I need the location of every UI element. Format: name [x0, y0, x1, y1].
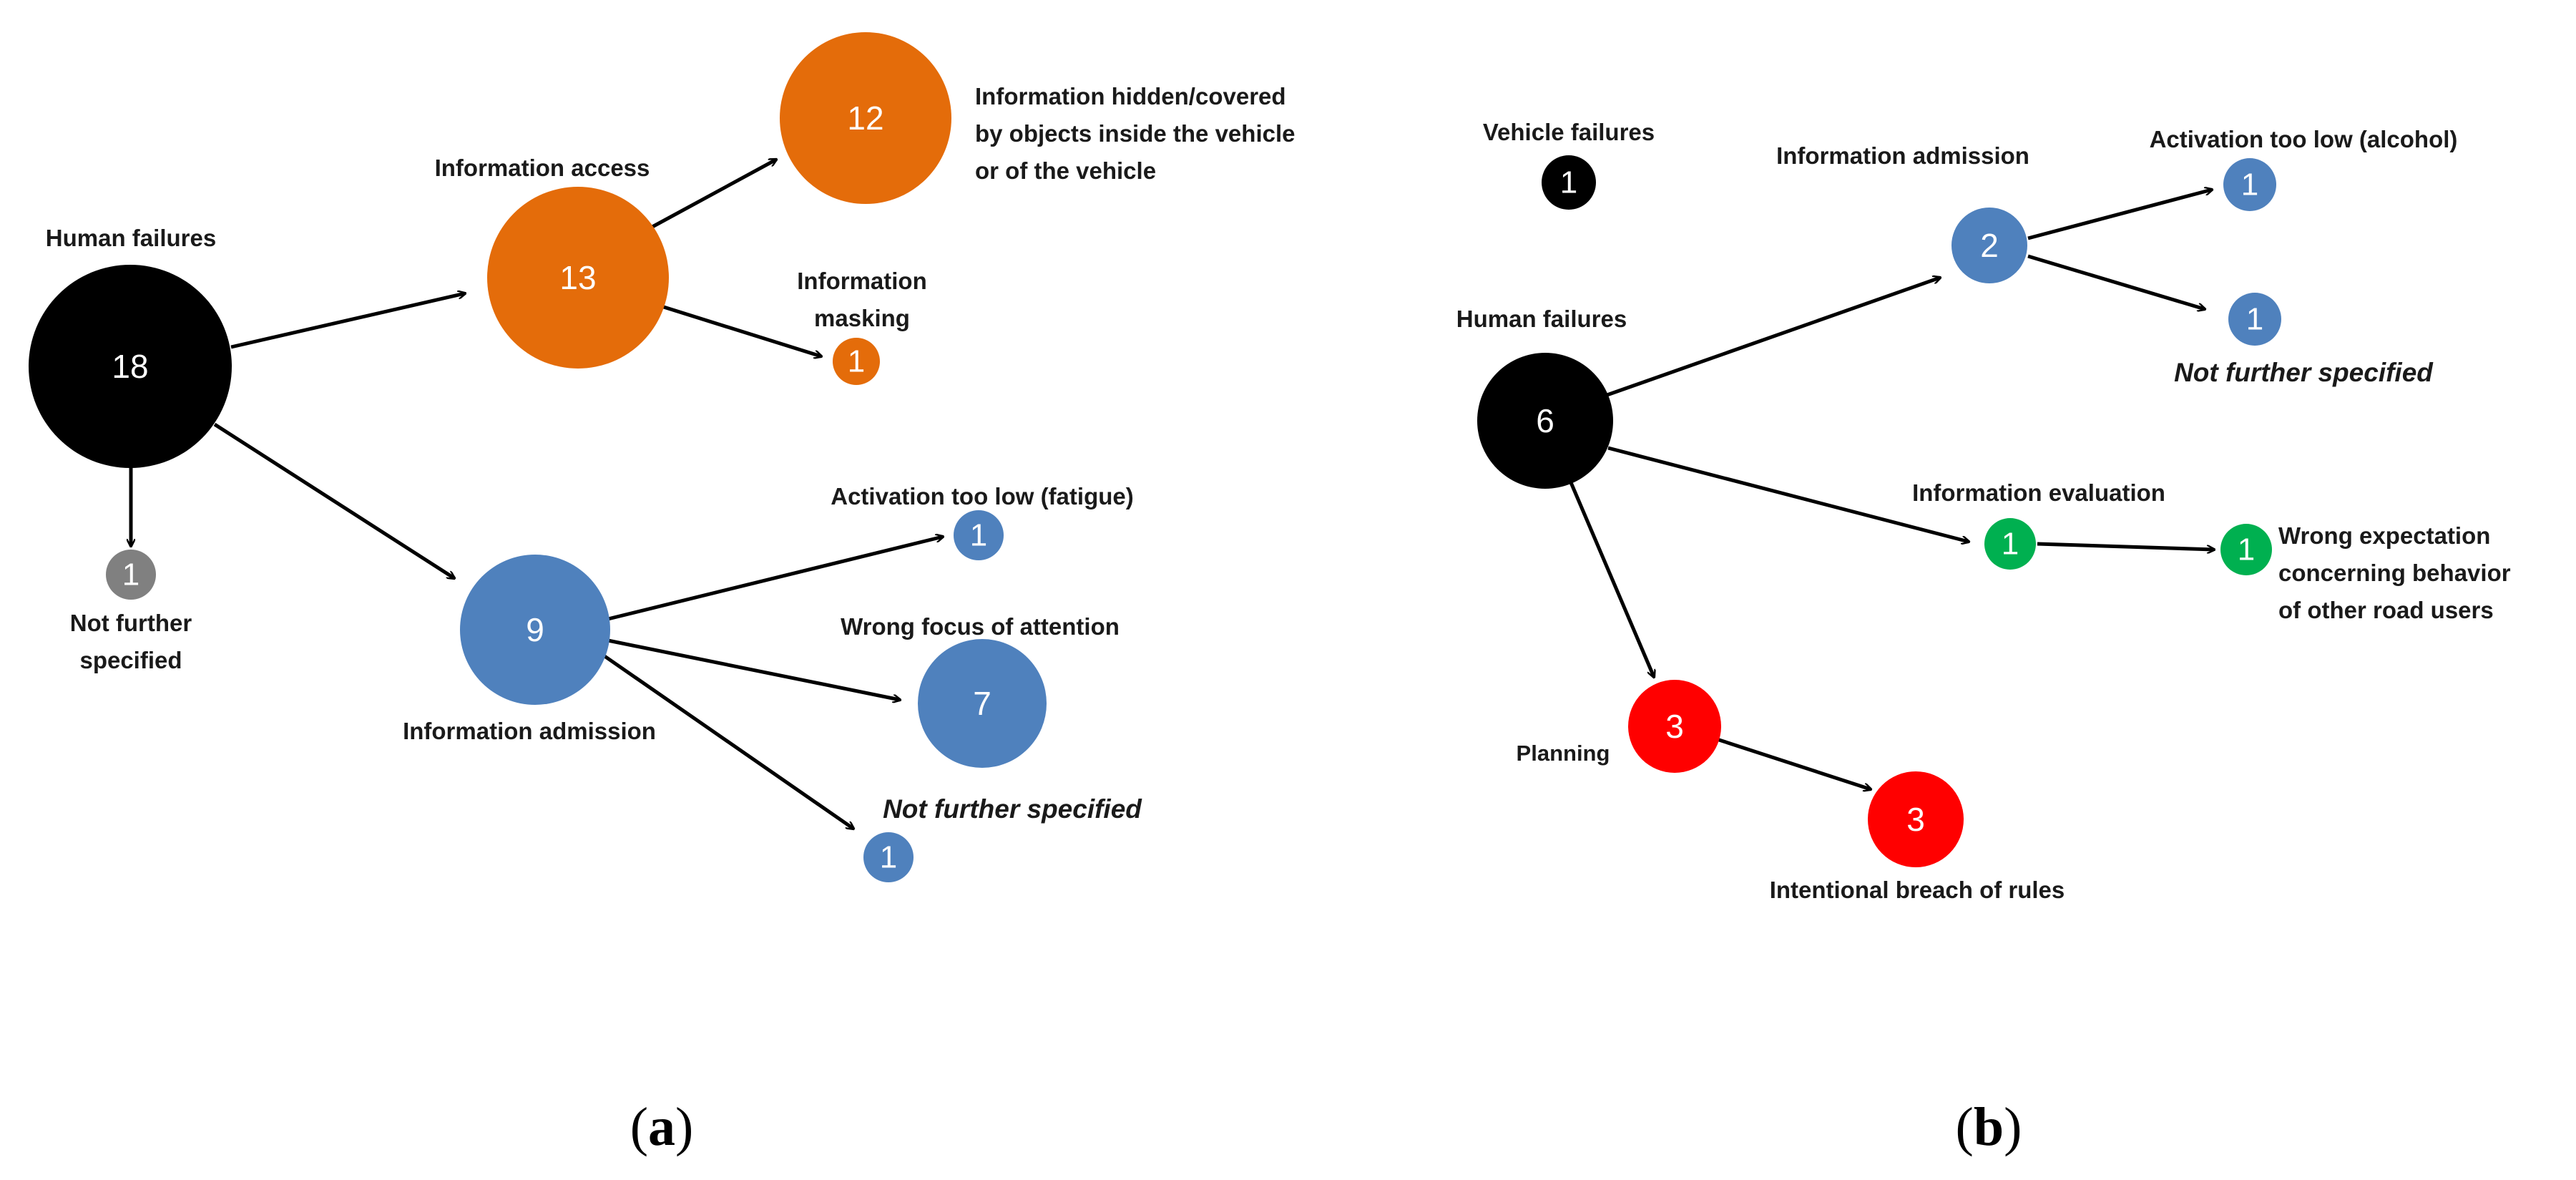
- node-planning: [1628, 680, 1721, 773]
- node-information-evaluation: [1984, 518, 2036, 570]
- label-information-evaluation: Information evaluation: [1912, 479, 2165, 506]
- node-intentional-breach: [1868, 771, 1964, 867]
- count-not-specified-b: 1: [2246, 302, 2263, 337]
- count-wrong-expectation: 1: [2238, 532, 2255, 567]
- label-information-admission-b: Information admission: [1776, 142, 2029, 169]
- edge-access-to-hidden: [650, 160, 776, 230]
- label-information-masking-1: Information: [797, 268, 926, 294]
- edge-human-to-admission-b: [1586, 278, 1940, 404]
- label-not-specified-b: Not further specified: [2174, 358, 2434, 387]
- label-information-hidden-1: Information hidden/covered: [975, 83, 1286, 109]
- label-human-failures-a: Human failures: [46, 225, 216, 251]
- edge-human-to-evaluation: [1607, 446, 1969, 542]
- label-information-masking-2: masking: [814, 305, 910, 331]
- node-human-failures-a: [29, 265, 232, 468]
- node-not-specified-b: [2228, 293, 2281, 346]
- count-planning: 3: [1665, 708, 1684, 745]
- edge-admission-to-fatigue: [607, 537, 943, 621]
- node-wrong-focus: [918, 639, 1047, 768]
- node-activation-fatigue: [954, 510, 1004, 560]
- node-information-access: [487, 187, 669, 369]
- count-activation-alcohol: 1: [2241, 167, 2258, 203]
- node-information-admission-b: [1951, 208, 2027, 283]
- count-not-specified-grey: 1: [122, 557, 139, 593]
- edge-planning-to-breach: [1716, 737, 1871, 789]
- count-information-access: 13: [559, 259, 596, 296]
- label-not-specified-blue: Not further specified: [883, 794, 1142, 824]
- label-human-failures-b: Human failures: [1456, 306, 1627, 332]
- edge-access-to-masking: [654, 302, 821, 356]
- label-activation-alcohol: Activation too low (alcohol): [2150, 126, 2458, 152]
- panel-b: 1 6 2 1 1 1 1 3 3 Vehicle failures Human…: [1456, 119, 2511, 1157]
- count-information-evaluation: 1: [2002, 527, 2019, 562]
- edge-admission-to-not-specified: [598, 650, 853, 829]
- count-activation-fatigue: 1: [970, 518, 987, 553]
- node-activation-alcohol: [2223, 158, 2276, 211]
- node-information-admission-a: [460, 555, 610, 705]
- edge-admission-to-focus: [607, 638, 900, 700]
- edge-human-to-planning: [1568, 480, 1654, 677]
- label-information-access: Information access: [435, 155, 650, 181]
- count-information-admission-a: 9: [526, 611, 544, 648]
- count-vehicle-failures: 1: [1560, 165, 1577, 200]
- count-information-masking: 1: [848, 344, 865, 379]
- count-human-failures-a: 18: [112, 348, 148, 385]
- edge-admission-to-alcohol: [2027, 190, 2212, 240]
- count-information-hidden: 12: [847, 99, 883, 137]
- node-information-masking: [833, 338, 880, 385]
- edge-human-to-access: [230, 293, 465, 349]
- label-wrong-expectation-3: of other road users: [2278, 597, 2494, 623]
- label-activation-fatigue: Activation too low (fatigue): [831, 483, 1133, 509]
- count-human-failures-b: 6: [1536, 402, 1554, 439]
- panel-a: 18 1 13 12 1 9 1 7 1 Human failures Not …: [29, 32, 1295, 1157]
- node-not-specified-grey: [106, 550, 156, 600]
- count-wrong-focus: 7: [973, 685, 991, 722]
- label-wrong-expectation-1: Wrong expectation: [2278, 522, 2490, 549]
- edge-evaluation-to-expectation: [2037, 542, 2214, 550]
- node-vehicle-failures: [1542, 155, 1596, 210]
- caption-a: (a): [630, 1097, 694, 1157]
- edge-admission-to-not-specified-b: [2027, 254, 2205, 309]
- label-wrong-focus: Wrong focus of attention: [841, 613, 1120, 640]
- count-not-specified-blue: 1: [880, 840, 897, 875]
- caption-b: (b): [1956, 1097, 2022, 1157]
- edge-human-to-admission: [213, 422, 454, 578]
- label-planning: Planning: [1517, 741, 1610, 766]
- label-not-specified-grey-1: Not further: [70, 610, 192, 636]
- node-information-hidden: [780, 32, 951, 204]
- label-wrong-expectation-2: concerning behavior: [2278, 560, 2511, 586]
- label-information-admission-a: Information admission: [403, 718, 656, 744]
- count-intentional-breach: 3: [1906, 801, 1925, 838]
- count-information-admission-b: 2: [1980, 227, 1999, 264]
- label-information-hidden-3: or of the vehicle: [975, 157, 1156, 184]
- label-not-specified-grey-2: specified: [79, 647, 182, 673]
- node-human-failures-b: [1477, 353, 1613, 489]
- node-not-specified-blue: [863, 832, 914, 882]
- label-intentional-breach: Intentional breach of rules: [1770, 877, 2065, 903]
- label-vehicle-failures: Vehicle failures: [1483, 119, 1655, 145]
- node-wrong-expectation: [2220, 524, 2272, 575]
- label-information-hidden-2: by objects inside the vehicle: [975, 120, 1295, 147]
